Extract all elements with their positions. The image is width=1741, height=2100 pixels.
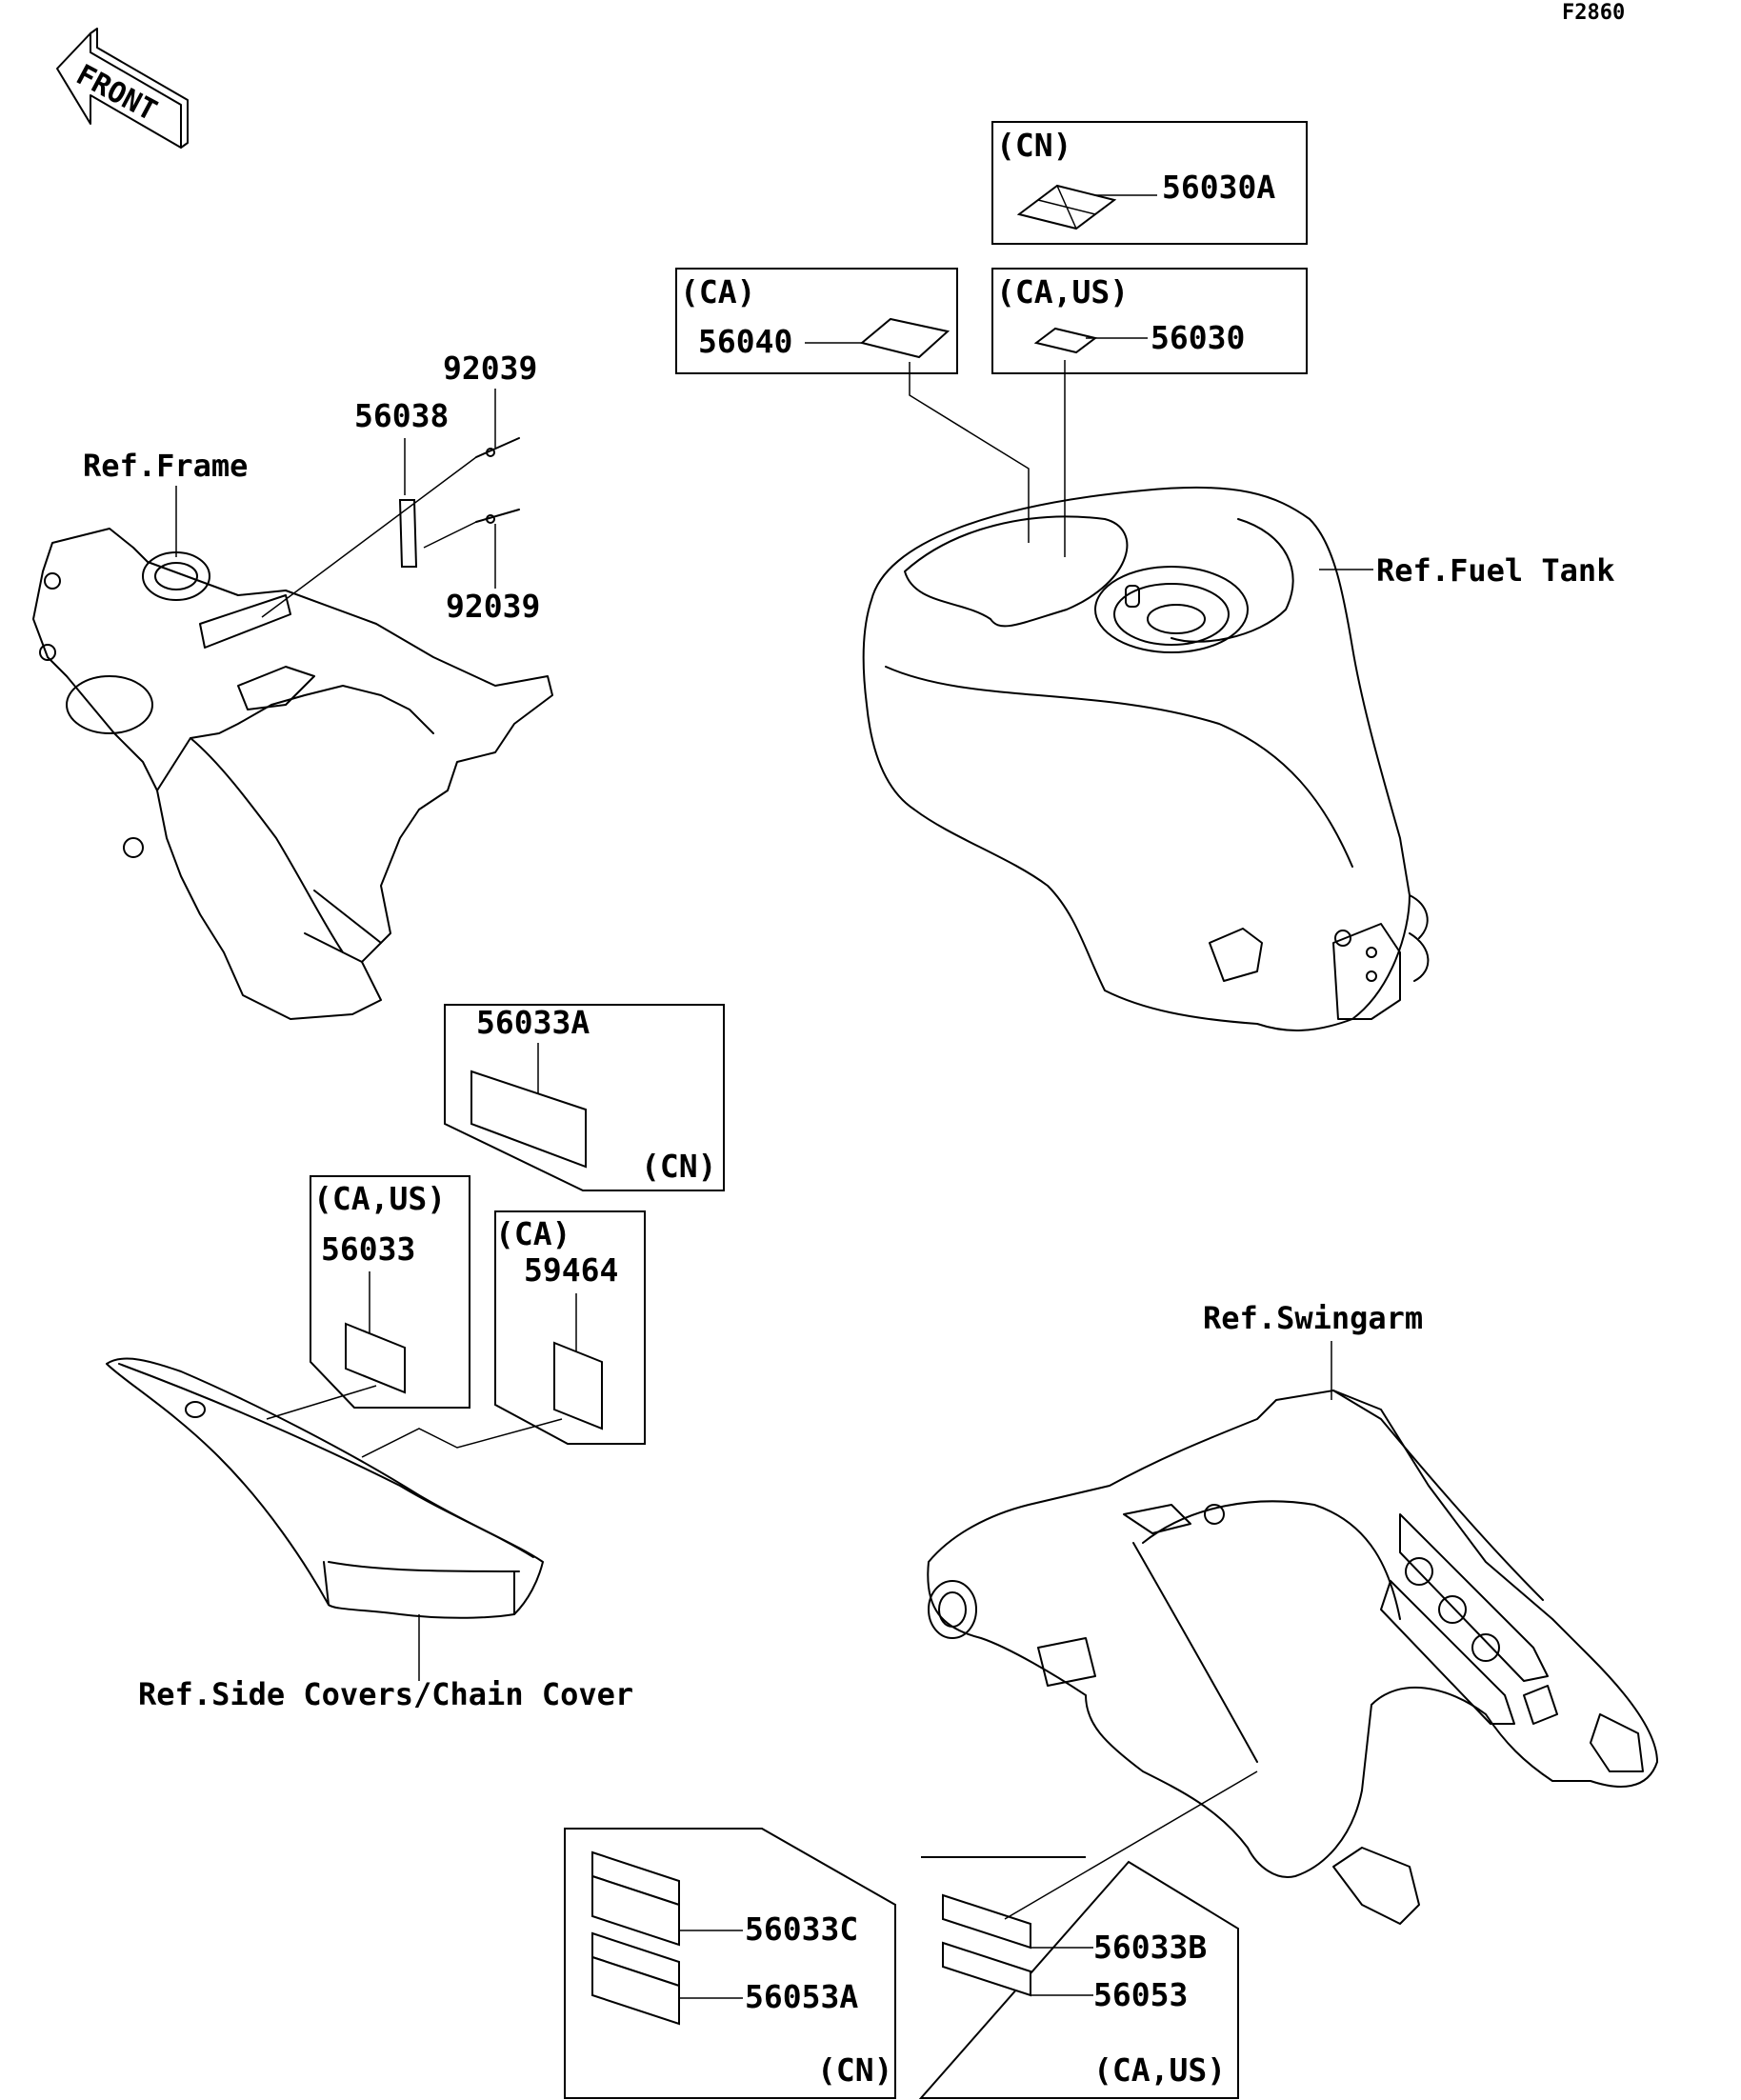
box-59464: (CA) 59464 xyxy=(494,1210,646,1445)
box-56033A: 56033A (CN) xyxy=(444,1004,725,1191)
part-56033A: 56033A xyxy=(476,1004,590,1041)
fuel-tank-drawing xyxy=(862,486,1430,1031)
box-ca-us-swingarm: 56033B 56053 (CA,US) xyxy=(918,1856,1239,2099)
box-56040: (CA) 56040 xyxy=(675,268,958,374)
part-56030A: 56030A xyxy=(1162,169,1275,206)
part-56033B: 56033B xyxy=(1093,1929,1207,1966)
figure-code: F2860 xyxy=(1562,1,1625,25)
part-56033: 56033 xyxy=(321,1230,415,1268)
region-ca-us-swingarm: (CA,US) xyxy=(1093,2051,1226,2089)
box-56030A: (CN) 56030A xyxy=(991,121,1308,245)
region-ca-59464: (CA) xyxy=(495,1215,570,1252)
side-cover-drawing xyxy=(106,1357,544,1619)
part-56053A: 56053A xyxy=(745,1978,858,2015)
part-56033C: 56033C xyxy=(745,1910,858,1948)
front-arrow-icon: FRONT xyxy=(56,28,189,149)
box-56033: (CA,US) 56033 xyxy=(310,1175,470,1409)
part-92039-bottom: 92039 xyxy=(446,588,540,625)
region-cn-swingarm: (CN) xyxy=(817,2051,892,2089)
part-56053: 56053 xyxy=(1093,1976,1188,2013)
part-92039-top: 92039 xyxy=(443,350,537,387)
region-cn-56030A: (CN) xyxy=(996,127,1071,164)
ref-swingarm-label: Ref.Swingarm xyxy=(1203,1300,1423,1336)
region-ca-us-56033: (CA,US) xyxy=(313,1180,446,1217)
ref-fuel-tank-label: Ref.Fuel Tank xyxy=(1376,552,1614,589)
region-cn-56033A: (CN) xyxy=(641,1148,716,1185)
box-56030: (CA,US) 56030 xyxy=(991,268,1308,374)
part-56040: 56040 xyxy=(698,323,792,360)
frame-drawing xyxy=(32,528,553,1020)
ref-side-covers-label: Ref.Side Covers/Chain Cover xyxy=(138,1676,633,1712)
region-ca-56040: (CA) xyxy=(680,273,755,310)
sticker-56038 xyxy=(398,499,418,568)
part-59464: 59464 xyxy=(524,1251,618,1289)
front-arrow-label: FRONT xyxy=(70,58,162,128)
part-56030: 56030 xyxy=(1151,319,1245,356)
part-56038: 56038 xyxy=(354,397,449,434)
region-ca-us-56030: (CA,US) xyxy=(996,273,1129,310)
ref-frame-label: Ref.Frame xyxy=(83,448,248,484)
swingarm-drawing xyxy=(927,1390,1658,1925)
box-cn-swingarm: 56033C 56053A (CN) xyxy=(564,1828,896,2099)
